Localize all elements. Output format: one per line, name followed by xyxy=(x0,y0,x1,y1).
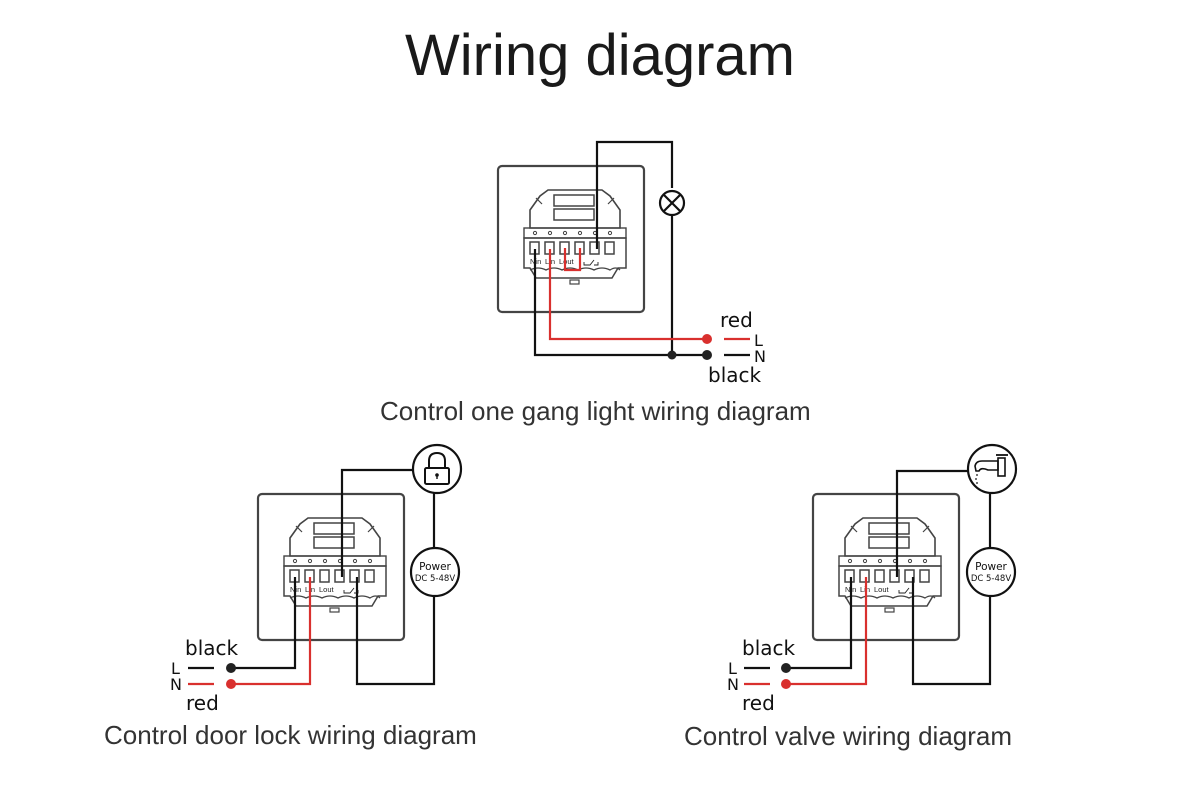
terminal-n-label: N xyxy=(727,675,739,694)
jumper-wire xyxy=(563,248,582,272)
load-wire xyxy=(895,469,968,577)
wire-color-label-top: black xyxy=(742,636,796,660)
terminal-label-lout: Lout xyxy=(319,585,335,594)
power-supply: Power DC 5-48V xyxy=(965,546,1017,598)
terminal-l-label: L xyxy=(754,331,763,350)
caption-light: Control one gang light wiring diagram xyxy=(380,396,811,426)
live-wire xyxy=(548,249,706,341)
terminal-label-lout: Lout xyxy=(874,585,890,594)
power-supply: Power DC 5-48V xyxy=(409,546,461,598)
junction-dot xyxy=(667,350,677,360)
terminal-n-label: N xyxy=(170,675,182,694)
wire-color-label-top: red xyxy=(720,308,753,332)
wire-color-label-top: black xyxy=(185,636,239,660)
wire-color-label-bottom: red xyxy=(742,691,775,715)
power-label: Power xyxy=(419,561,451,573)
live-terminal-dot xyxy=(702,334,712,344)
diagram-light: Nin Lin Lout red L N black xyxy=(496,140,766,387)
load-wire xyxy=(595,140,674,249)
neutral-wire xyxy=(533,249,706,357)
switch-module xyxy=(838,517,942,613)
terminal-l-label: L xyxy=(728,659,737,678)
padlock-icon xyxy=(411,443,463,495)
live-terminal-dot xyxy=(781,663,791,673)
diagram-valve: Nin Lin Lout Power DC 5-48V black L N re… xyxy=(727,443,1018,715)
neutral-terminal-dot xyxy=(702,350,712,360)
neutral-wire xyxy=(231,577,312,686)
live-wire xyxy=(231,577,297,670)
page-title: Wiring diagram xyxy=(405,23,795,88)
power-voltage: DC 5-48V xyxy=(415,574,455,584)
wire-color-label-bottom: red xyxy=(186,691,219,715)
power-label: Power xyxy=(975,561,1007,573)
neutral-terminal-dot xyxy=(226,679,236,689)
terminal-label-lout: Lout xyxy=(559,257,575,266)
wall-plate xyxy=(496,164,646,314)
wall-plate xyxy=(811,492,961,642)
load-wire xyxy=(340,468,413,577)
diagram-door-lock: Nin Lin Lout Power DC 5-48V black L N re… xyxy=(170,443,463,715)
lamp-icon xyxy=(658,189,686,217)
power-voltage: DC 5-48V xyxy=(971,574,1011,584)
live-terminal-dot xyxy=(226,663,236,673)
caption-valve: Control valve wiring diagram xyxy=(684,721,1013,751)
neutral-terminal-dot xyxy=(781,679,791,689)
wire-color-label-bottom: black xyxy=(708,363,762,387)
terminal-l-label: L xyxy=(171,659,180,678)
switch-module xyxy=(283,517,387,613)
faucet-icon xyxy=(966,443,1018,495)
live-wire xyxy=(786,577,853,670)
wall-plate xyxy=(256,492,406,642)
terminal-n-label: N xyxy=(754,347,766,366)
caption-door-lock: Control door lock wiring diagram xyxy=(104,720,477,750)
neutral-wire xyxy=(786,577,868,686)
